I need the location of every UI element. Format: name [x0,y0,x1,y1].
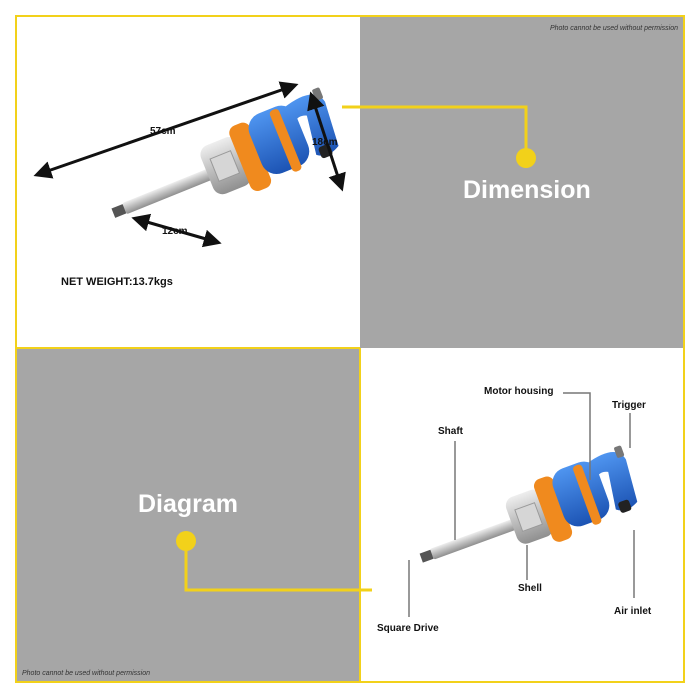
watermark-top: Photo cannot be used without permission [549,25,678,32]
shaft-length-label: 12cm [162,226,188,237]
length-arrow [33,81,299,179]
height-arrow [307,91,346,192]
shaft-length-arrow [131,213,222,248]
dimension-title: Dimension [463,176,591,204]
diagram-gray-panel [15,348,360,683]
motor-housing-label: Motor housing [484,386,554,397]
watermark-bottom: Photo cannot be used without permission [22,670,151,677]
diagram-title: Diagram [138,490,239,518]
dimension-connector-dot [516,148,536,168]
diagram-leader-lines [408,392,635,617]
net-weight-label: NET WEIGHT:13.7kgs [61,276,173,288]
length-label: 57cm [150,126,176,137]
height-label: 18cm [312,137,338,148]
air-inlet-label: Air inlet [614,606,652,617]
trigger-label: Trigger [612,400,646,411]
frame-divider-vertical [359,348,361,683]
shell-label: Shell [518,583,542,594]
frame-divider-horizontal [15,347,360,349]
dimension-gray-panel [360,15,685,348]
diagram-connector-line [184,541,372,592]
square-drive-label: Square Drive [377,623,439,634]
dimension-connector-line [342,105,528,157]
shaft-label: Shaft [438,426,463,437]
